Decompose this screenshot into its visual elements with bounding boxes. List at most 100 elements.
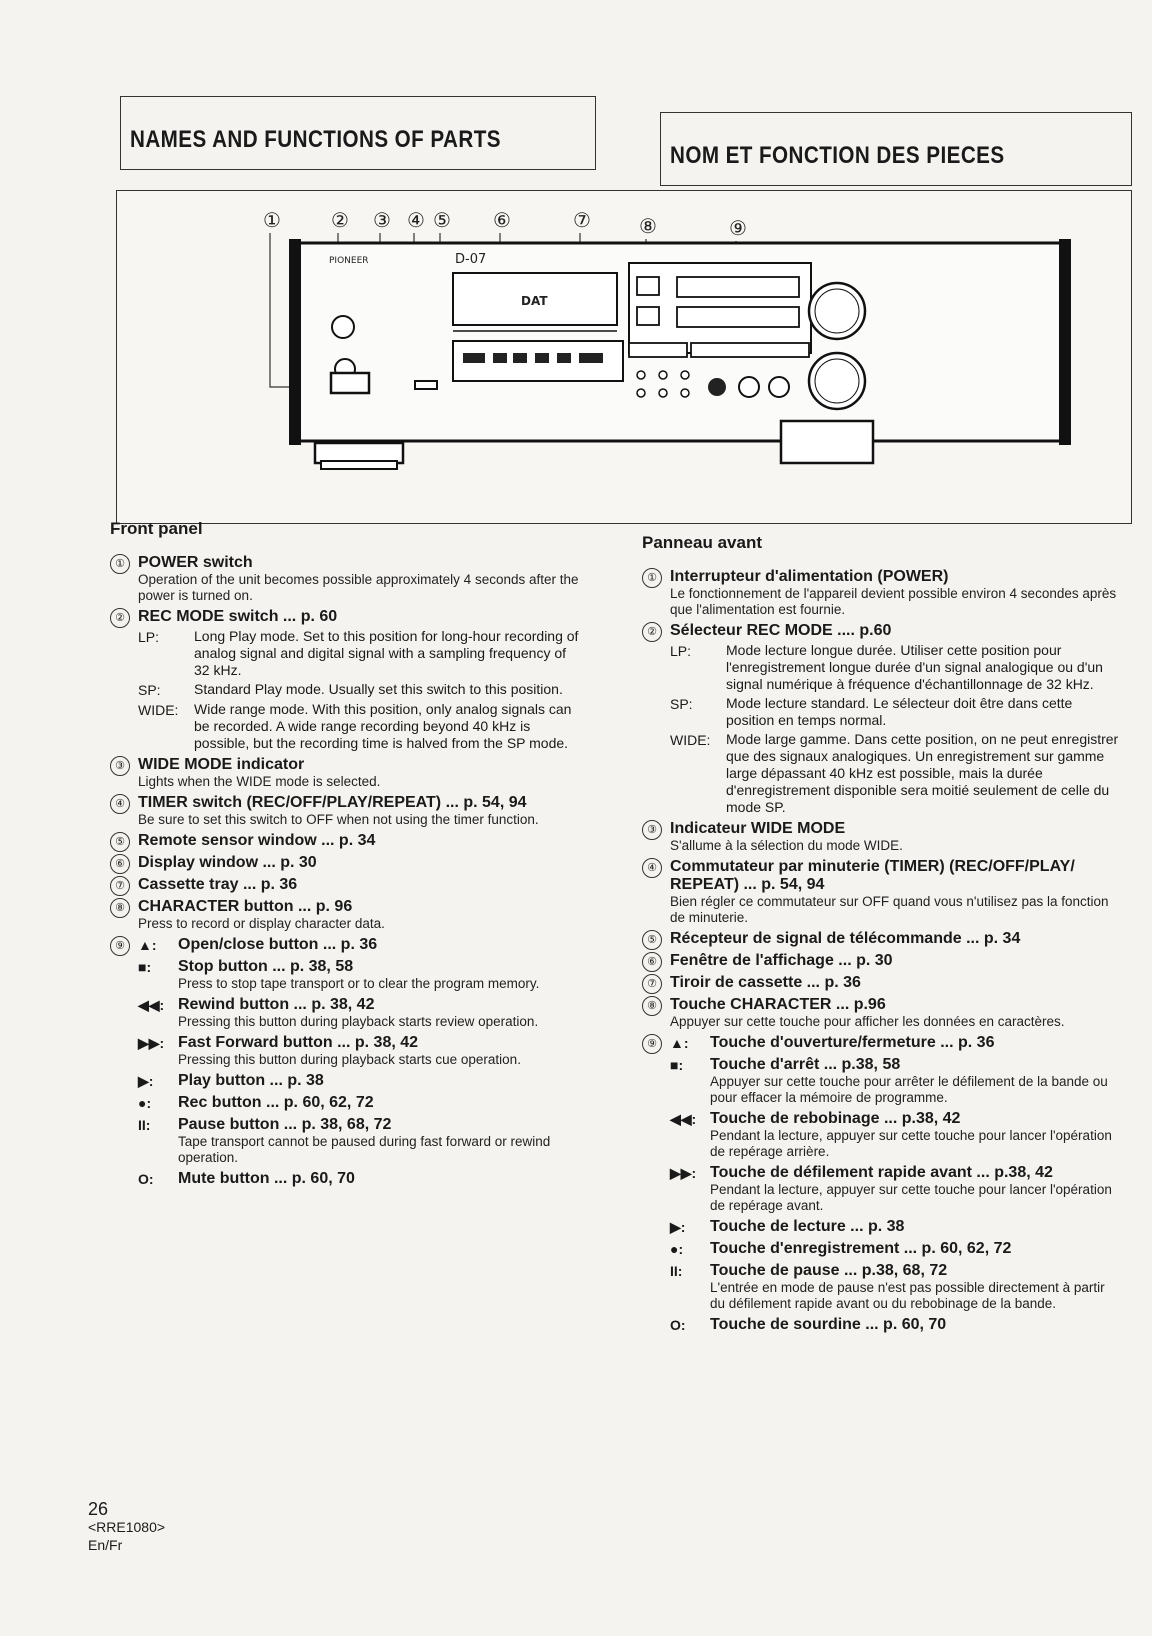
button-title: Touche d'ouverture/fermeture ... p. 36	[710, 1034, 995, 1051]
item-number: ①	[110, 554, 130, 574]
item-number: ④	[110, 794, 130, 814]
item-description: Le fonctionnement de l'appareil devient …	[670, 586, 1117, 617]
button-title: Touche d'arrêt ... p.38, 58	[710, 1056, 901, 1073]
button-description: Pressing this button during playback sta…	[178, 1014, 539, 1029]
item-title: Touche CHARACTER ... p.96	[670, 996, 886, 1013]
item-description: Press to record or display character dat…	[138, 916, 385, 931]
mode-key: LP:	[138, 629, 160, 645]
item-title: Interrupteur d'alimentation (POWER)	[670, 568, 949, 585]
item-title: Fenêtre de l'affichage ... p. 30	[670, 952, 893, 969]
button-symbol: ▶:	[670, 1219, 686, 1235]
callout-9: ⑨	[729, 216, 747, 240]
header-title-fr: NOM ET FONCTION DES PIECES	[670, 142, 1005, 169]
item-title: Récepteur de signal de télécommande ... …	[670, 930, 1021, 947]
item-title: Remote sensor window ... p. 34	[138, 832, 376, 849]
item-number: ⑨	[110, 936, 130, 956]
mode-row: LP: Mode lecture longue durée. Utiliser c…	[670, 642, 1122, 693]
transport-button-entry: ▶▶:Touche de défilement rapide avant ...…	[670, 1164, 1122, 1214]
callout-6: ⑥	[493, 208, 511, 232]
section-title-en: Front panel	[110, 519, 203, 538]
transport-button-entry: O:Mute button ... p. 60, 70	[138, 1170, 580, 1188]
button-description: Pendant la lecture, appuyer sur cette to…	[710, 1128, 1112, 1159]
item-number: ②	[642, 622, 662, 642]
mode-description: Mode lecture longue durée. Utiliser cett…	[726, 642, 1103, 692]
button-symbol: ▶:	[138, 1073, 154, 1089]
button-symbol: II:	[138, 1117, 151, 1133]
item-title: Tiroir de cassette ... p. 36	[670, 974, 861, 991]
button-title: Open/close button ... p. 36	[178, 936, 378, 953]
item-title: Commutateur par minuterie (TIMER) (REC/O…	[670, 858, 1075, 893]
button-text: Play button ... p. 38	[178, 1072, 580, 1090]
item-description: Appuyer sur cette touche pour afficher l…	[670, 1014, 1065, 1029]
item-number: ④	[642, 858, 662, 878]
transport-button-entry: ▶:Touche de lecture ... p. 38	[670, 1218, 1122, 1236]
callout-8: ⑧	[639, 214, 657, 238]
button-title: Fast Forward button ... p. 38, 42	[178, 1034, 419, 1051]
button-text: Touche d'ouverture/fermeture ... p. 36	[710, 1034, 1122, 1052]
transport-button-entry: ▲: Open/close button ... p. 36	[138, 936, 580, 954]
item-number: ③	[110, 756, 130, 776]
mode-key: WIDE:	[670, 732, 711, 748]
transport-button-entry: ▲:Touche d'ouverture/fermeture ... p. 36	[670, 1034, 1122, 1052]
mode-key: LP:	[670, 643, 692, 659]
button-title: Touche de défilement rapide avant ... p.…	[710, 1164, 1053, 1181]
mode-row: SP: Mode lecture standard. Le sélecteur d…	[670, 695, 1122, 729]
item-description: Operation of the unit becomes possible a…	[138, 572, 579, 603]
button-title: Touche d'enregistrement ... p. 60, 62, 7…	[710, 1240, 1012, 1257]
item-description: S'allume à la sélection du mode WIDE.	[670, 838, 903, 853]
button-title: Mute button ... p. 60, 70	[178, 1170, 355, 1187]
button-symbol: II:	[670, 1263, 683, 1279]
button-description: Pressing this button during playback sta…	[178, 1052, 521, 1067]
language-label: En/Fr	[88, 1537, 123, 1553]
item-description: Bien régler ce commutateur sur OFF quand…	[670, 894, 1109, 925]
button-title: Rec button ... p. 60, 62, 72	[178, 1094, 374, 1111]
button-symbol: O:	[670, 1317, 686, 1333]
button-text: Open/close button ... p. 36	[178, 936, 580, 954]
item-description: Be sure to set this switch to OFF when n…	[138, 812, 539, 827]
item-title: WIDE MODE indicator	[138, 756, 305, 773]
button-title: Stop button ... p. 38, 58	[178, 958, 354, 975]
part-item: ⑥ Fenêtre de l'affichage ... p. 30	[642, 952, 1122, 972]
button-symbol: ▲:	[138, 937, 157, 953]
mode-row: SP:Standard Play mode. Usually set this …	[138, 681, 580, 699]
item-title: Display window ... p. 30	[138, 854, 317, 871]
item-number: ③	[642, 820, 662, 840]
item-title: CHARACTER button ... p. 96	[138, 898, 353, 915]
front-panel-figure: ① ② ③ ④ ⑤ ⑥ ⑦ ⑧ ⑨	[116, 190, 1132, 524]
callout-5: ⑤	[433, 208, 451, 232]
item-number: ⑨	[642, 1034, 662, 1054]
section-title-fr: Panneau avant	[642, 533, 762, 552]
part-item-buttons: ⑨ ▲:Touche d'ouverture/fermeture ... p. 3…	[642, 1034, 1122, 1334]
item-number: ②	[110, 608, 130, 628]
deck-illustration: ① ② ③ ④ ⑤ ⑥ ⑦ ⑧ ⑨	[263, 208, 1071, 470]
button-title: Play button ... p. 38	[178, 1072, 324, 1089]
mode-description: Mode large gamme. Dans cette position, o…	[726, 731, 1119, 815]
button-symbol: ◀◀:	[670, 1111, 697, 1127]
item-title: REC MODE switch ... p. 60	[138, 608, 338, 625]
item-number: ⑧	[110, 898, 130, 918]
item-number: ⑥	[642, 952, 662, 972]
button-text: Rec button ... p. 60, 62, 72	[178, 1094, 580, 1112]
mode-description: Mode lecture standard. Le sélecteur doit…	[726, 695, 1073, 728]
mode-key: SP:	[670, 696, 693, 712]
button-symbol: ■:	[138, 959, 152, 975]
part-item-buttons: ⑨ ▲: Open/close button ... p. 36 ■: Stop but…	[110, 936, 580, 1188]
header-title-en: NAMES AND FUNCTIONS OF PARTS	[130, 126, 501, 153]
item-title: Sélecteur REC MODE .... p.60	[670, 622, 892, 639]
item-number: ⑦	[110, 876, 130, 896]
mode-description: Wide range mode. With this position, onl…	[194, 701, 572, 751]
